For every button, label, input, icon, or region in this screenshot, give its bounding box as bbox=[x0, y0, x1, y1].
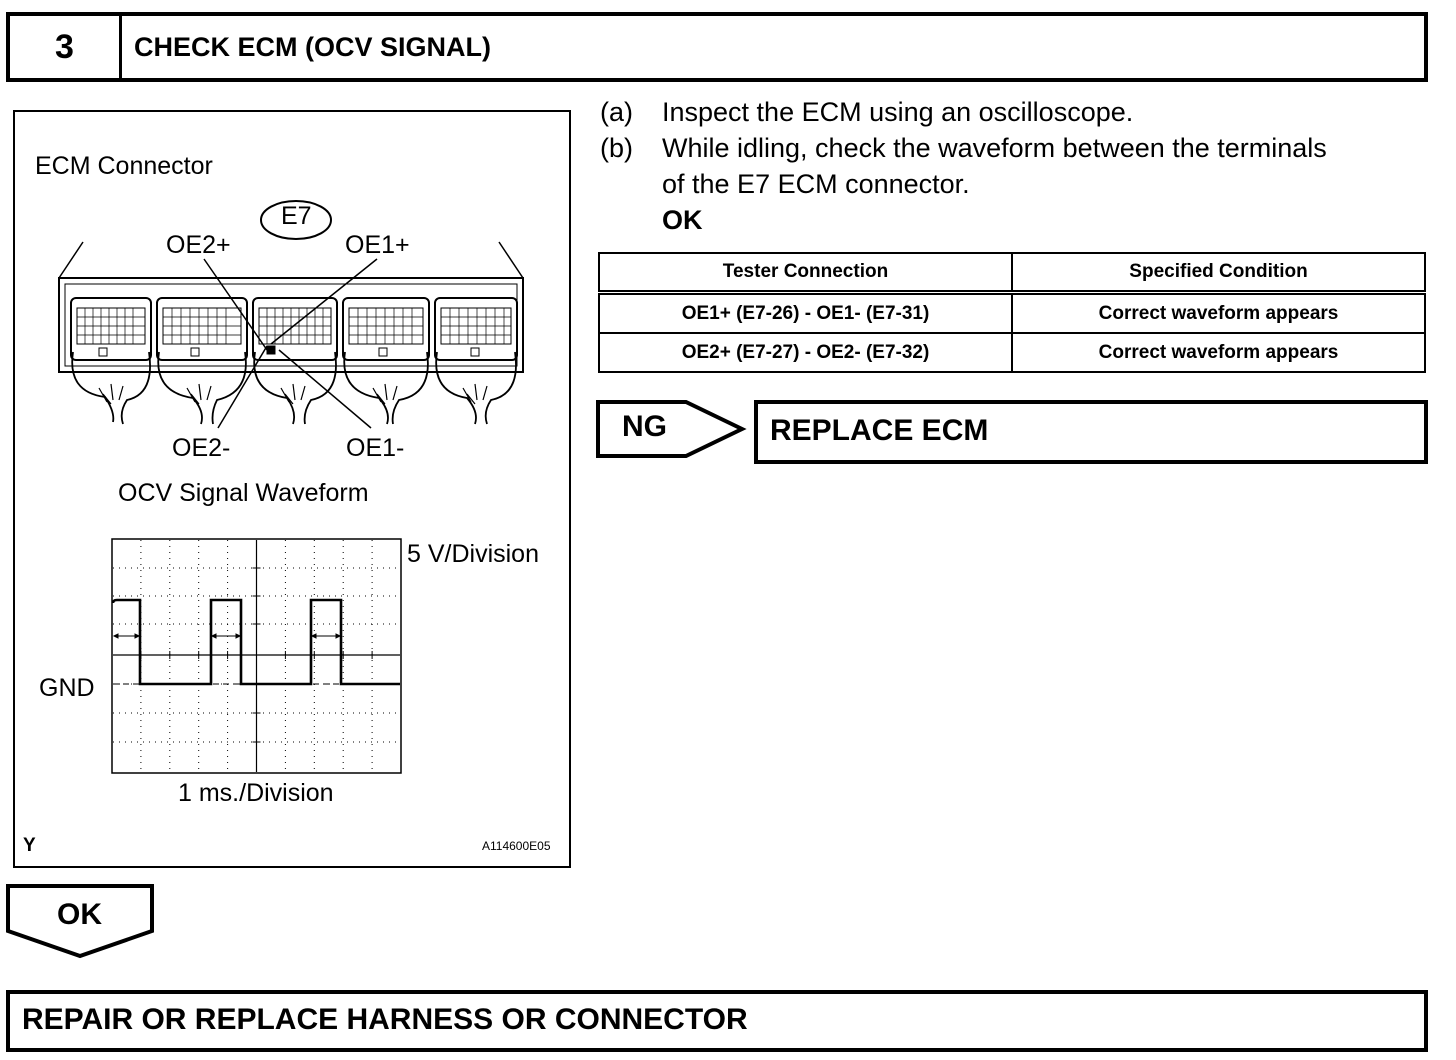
connector-diagram bbox=[58, 200, 524, 429]
instruction-a-text: Inspect the ECM using an oscilloscope. bbox=[662, 97, 1134, 127]
time-per-division: 1 ms./Division bbox=[178, 779, 334, 807]
instruction-b-text-line1: While idling, check the waveform between… bbox=[662, 133, 1327, 163]
step-title: CHECK ECM (OCV SIGNAL) bbox=[134, 31, 491, 62]
instruction-b-letter: (b) bbox=[600, 133, 633, 163]
table-row: OE2+ (E7-27) - OE2- (E7-32) Correct wave… bbox=[598, 332, 1426, 373]
ok-condition-label: OK bbox=[662, 205, 703, 235]
connector-housing bbox=[58, 277, 524, 373]
oe2-minus-label: OE2- bbox=[172, 434, 231, 462]
table-cell: OE1+ (E7-26) - OE1- (E7-31) bbox=[598, 291, 1013, 334]
volts-per-division: 5 V/Division bbox=[407, 540, 539, 568]
figure-panel: ECM Connector bbox=[13, 110, 571, 868]
table-cell: Correct waveform appears bbox=[1011, 332, 1426, 373]
oe2-minus-leader bbox=[217, 345, 268, 429]
ng-result-text: REPLACE ECM bbox=[770, 414, 989, 447]
oe1-minus-leader bbox=[278, 349, 372, 429]
ok-arrow bbox=[6, 884, 154, 959]
ng-tag: NG bbox=[622, 410, 667, 443]
oe2-plus-label: OE2+ bbox=[166, 231, 231, 259]
ocv-waveform bbox=[111, 598, 400, 686]
oe1-minus-label: OE1- bbox=[346, 434, 405, 462]
table-cell: Correct waveform appears bbox=[1011, 291, 1426, 334]
table-cell: OE2+ (E7-27) - OE2- (E7-32) bbox=[598, 332, 1013, 373]
step-header: 3 CHECK ECM (OCV SIGNAL) bbox=[6, 12, 1428, 82]
gnd-label: GND bbox=[39, 674, 95, 702]
table-header-cell: Specified Condition bbox=[1011, 252, 1426, 295]
ok-result-box: REPAIR OR REPLACE HARNESS OR CONNECTOR bbox=[6, 990, 1428, 1052]
table-header-row: Tester Connection Specified Condition bbox=[598, 252, 1426, 295]
ng-arrow bbox=[596, 400, 747, 458]
ng-result-box: REPLACE ECM bbox=[754, 400, 1428, 464]
oscilloscope-graph bbox=[111, 538, 402, 774]
spec-table: Tester Connection Specified Condition OE… bbox=[598, 252, 1426, 373]
table-header-cell: Tester Connection bbox=[598, 252, 1013, 295]
oe1-plus-label: OE1+ bbox=[345, 231, 410, 259]
figure-code: A114600E05 bbox=[482, 839, 551, 853]
waveform-title: OCV Signal Waveform bbox=[118, 479, 369, 507]
connector-title: ECM Connector bbox=[35, 152, 213, 180]
table-row: OE1+ (E7-26) - OE1- (E7-31) Correct wave… bbox=[598, 291, 1426, 334]
ok-result-text: REPAIR OR REPLACE HARNESS OR CONNECTOR bbox=[22, 1003, 748, 1036]
oe1-plus-leader bbox=[270, 258, 378, 345]
instruction-a-letter: (a) bbox=[600, 97, 633, 127]
connector-id-label: E7 bbox=[281, 202, 312, 230]
instruction-b-text-line2: of the E7 ECM connector. bbox=[662, 169, 970, 199]
oe2-plus-leader bbox=[203, 258, 268, 351]
connector-id-ellipse bbox=[260, 200, 332, 240]
corner-mark: Y bbox=[23, 835, 36, 856]
step-number: 3 bbox=[10, 16, 122, 78]
ok-tag: OK bbox=[57, 898, 102, 931]
